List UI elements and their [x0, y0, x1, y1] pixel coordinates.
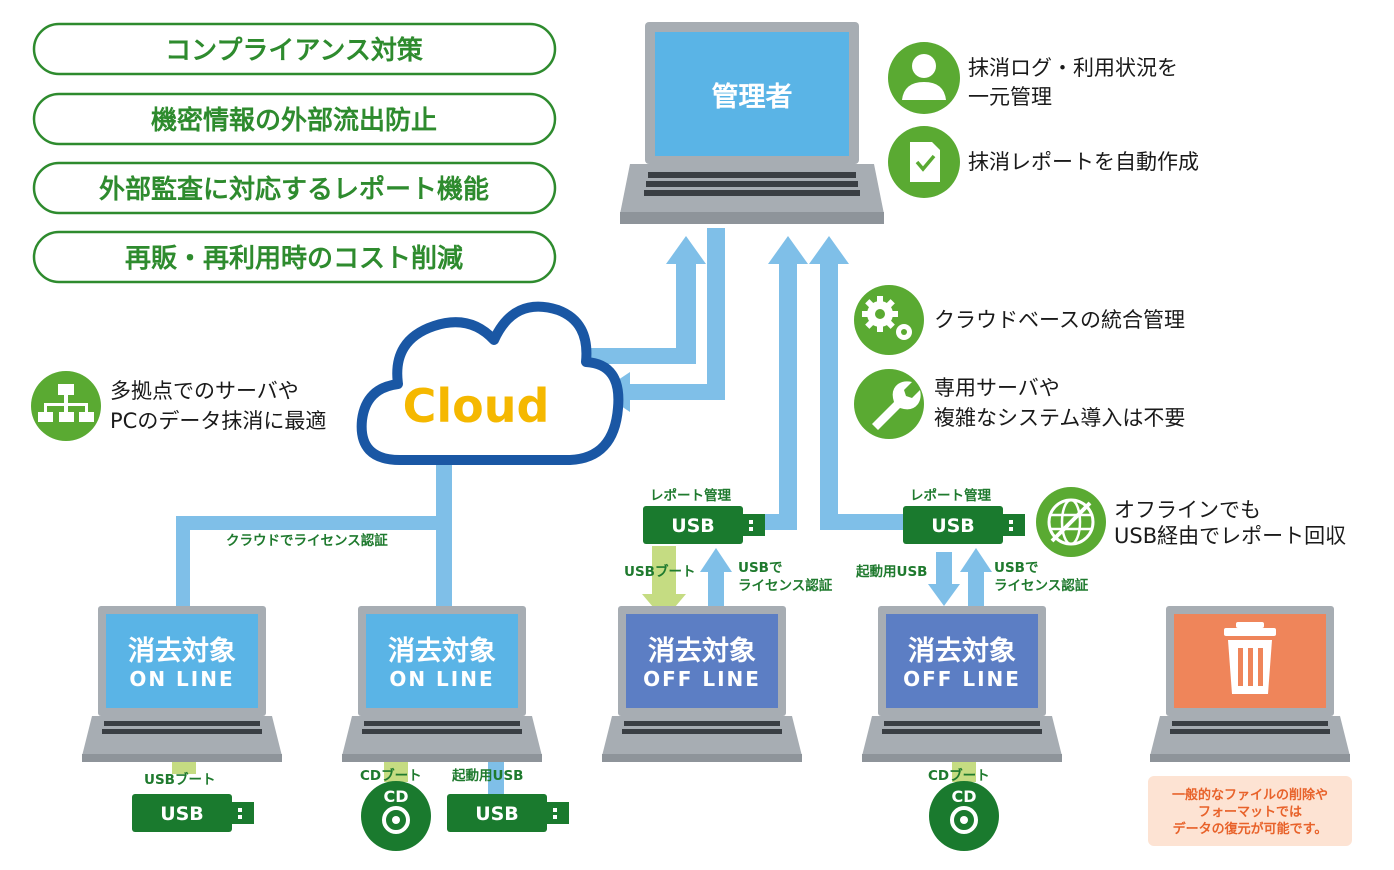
cd-label: CD — [951, 787, 976, 806]
usb-label: USB — [931, 515, 975, 537]
offline-line2: USB経由でレポート回収 — [1114, 524, 1346, 548]
user-icon — [888, 42, 960, 114]
multisite-line2: PCのデータ抹消に最適 — [110, 409, 326, 433]
usb-icon: USB — [132, 794, 254, 832]
boot-usb-label: 起動用USB — [855, 563, 927, 580]
wrench-icon — [854, 369, 924, 439]
boot-arrows — [162, 546, 986, 782]
noserver-line1: 専用サーバや — [934, 376, 1060, 400]
target-mode: OFF LINE — [903, 667, 1021, 691]
usb-license-label: USBで — [994, 560, 1038, 576]
cloud-label: Cloud — [403, 379, 550, 433]
usb-license-label: ライセンス認証 — [738, 577, 833, 594]
note-line1: 一般的なファイルの削除や — [1172, 787, 1328, 803]
usb-license-label: USBで — [738, 560, 782, 576]
noserver-line2: 複雑なシステム導入は不要 — [934, 406, 1185, 430]
target-laptop: 消去対象 OFF LINE — [862, 606, 1062, 762]
log-text-line2: 一元管理 — [968, 85, 1052, 109]
target-mode: OFF LINE — [643, 667, 761, 691]
usb-boot-label: USBブート — [624, 563, 695, 580]
benefit-list: コンプライアンス対策 機密情報の外部流出防止 外部監査に対応するレポート機能 再… — [32, 22, 557, 284]
cd-icon: CD — [929, 781, 999, 851]
connectors — [176, 228, 992, 796]
log-text-line1: 抹消ログ・利用状況を — [968, 56, 1178, 80]
target-title: 消去対象 — [388, 635, 496, 667]
benefit-pill: 外部監査に対応するレポート機能 — [32, 161, 557, 215]
usb-label: USB — [671, 515, 715, 537]
report-text: 抹消レポートを自動作成 — [968, 150, 1199, 174]
multisite-feature: 多拠点でのサーバや PCのデータ抹消に最適 — [31, 371, 326, 441]
cd-icon: CD — [361, 781, 431, 851]
cd-label: CD — [383, 787, 408, 806]
cloud-features: クラウドベースの統合管理 専用サーバや 複雑なシステム導入は不要 — [854, 285, 1185, 439]
admin-laptop: 管理者 — [620, 22, 884, 224]
admin-label: 管理者 — [712, 82, 793, 113]
cloud: Cloud — [356, 301, 624, 465]
target-laptop: 消去対象 ON LINE — [82, 606, 282, 762]
report-mgmt-label: レポート管理 — [650, 487, 731, 504]
usb-icon: USB — [643, 506, 765, 544]
no-globe-icon — [1036, 487, 1106, 557]
target-mode: ON LINE — [129, 667, 234, 691]
target-laptop: 消去対象 ON LINE — [342, 606, 542, 762]
usb-license-label: ライセンス認証 — [994, 577, 1089, 594]
benefit-pill: 機密情報の外部流出防止 — [32, 92, 557, 146]
cloud-license-label: クラウドでライセンス認証 — [226, 532, 388, 549]
benefit-pill: 再販・再利用時のコスト削減 — [32, 230, 557, 284]
warning-note: 一般的なファイルの削除や フォーマットでは データの復元が可能です。 — [1148, 776, 1352, 846]
multisite-line1: 多拠点でのサーバや — [110, 379, 299, 403]
cd-boot-label: CDブート — [928, 767, 990, 784]
usb-label: USB — [475, 803, 519, 825]
target-title: 消去対象 — [648, 635, 756, 667]
document-check-icon — [888, 126, 960, 198]
cd-boot-label: CDブート — [360, 767, 422, 784]
trash-icon — [1224, 622, 1276, 694]
usb-icon: USB — [447, 794, 569, 832]
benefit-text: 再販・再利用時のコスト削減 — [125, 244, 463, 274]
offline-feature: オフラインでも USB経由でレポート回収 — [1036, 487, 1346, 557]
offline-line1: オフラインでも — [1114, 498, 1261, 522]
benefit-pill: コンプライアンス対策 — [32, 22, 557, 76]
usb-icon: USB — [903, 506, 1025, 544]
network-icon — [31, 371, 101, 441]
usb-boot-label: USBブート — [144, 771, 215, 788]
target-mode: ON LINE — [389, 667, 494, 691]
boot-usb-label: 起動用USB — [451, 767, 523, 784]
benefit-text: コンプライアンス対策 — [165, 35, 423, 66]
admin-features: 抹消ログ・利用状況を 一元管理 抹消レポートを自動作成 — [888, 42, 1199, 198]
report-mgmt-label: レポート管理 — [910, 487, 991, 504]
target-title: 消去対象 — [128, 635, 236, 667]
trash-laptop — [1150, 606, 1350, 762]
usb-label: USB — [160, 803, 204, 825]
gear-icon — [854, 285, 924, 355]
benefit-text: 機密情報の外部流出防止 — [151, 105, 437, 136]
note-line3: データの復元が可能です。 — [1173, 821, 1328, 837]
integrated-text: クラウドベースの統合管理 — [934, 308, 1185, 332]
note-line2: フォーマットでは — [1198, 805, 1302, 820]
target-laptop: 消去対象 OFF LINE — [602, 606, 802, 762]
target-title: 消去対象 — [908, 635, 1016, 667]
benefit-text: 外部監査に対応するレポート機能 — [99, 174, 489, 205]
